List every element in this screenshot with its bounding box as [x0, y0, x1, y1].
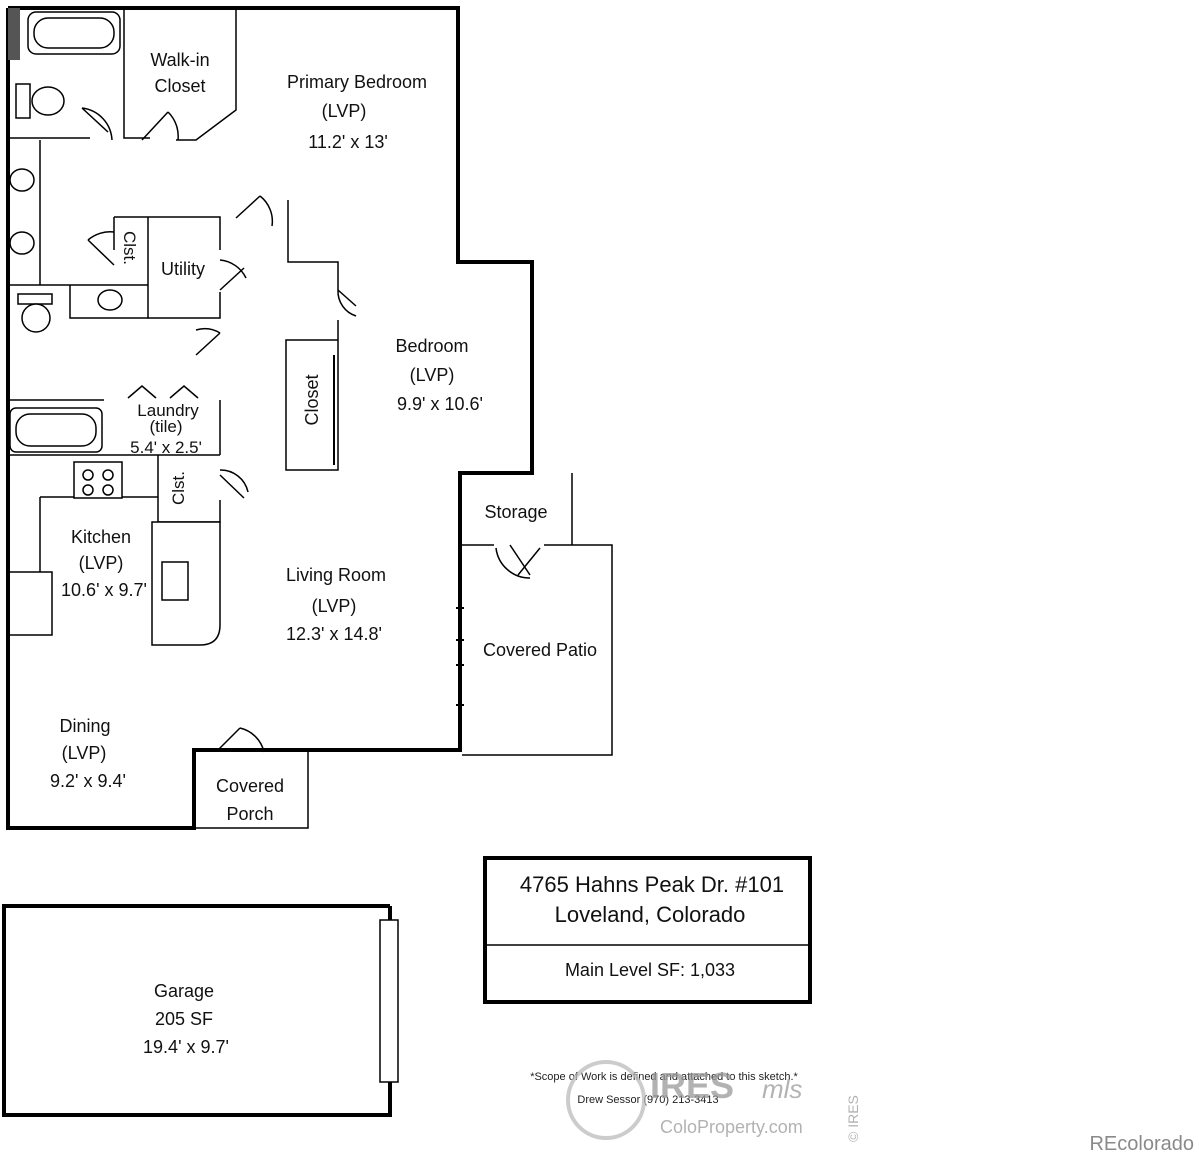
living-room-size: 12.3' x 14.8'	[286, 624, 382, 644]
toilet-icon-2	[17, 293, 53, 305]
door-swings	[81, 107, 541, 753]
watermark-site: ColoProperty.com	[660, 1117, 803, 1137]
brand-label: REcolorado	[1089, 1133, 1194, 1155]
closet-label: Closet	[302, 374, 322, 425]
toilet-icon	[15, 83, 31, 119]
sink-icon-3	[97, 289, 123, 311]
garage-area: 205 SF	[155, 1009, 213, 1029]
dining-size: 9.2' x 9.4'	[50, 771, 126, 791]
primary-bedroom-size: 11.2' x 13'	[308, 132, 388, 152]
kitchen-name: Kitchen	[71, 527, 131, 547]
walkin-closet-label: Walk-in	[150, 50, 209, 70]
stove-icon	[73, 461, 123, 499]
watermark-main: IRES	[650, 1065, 734, 1106]
scope-note: *Scope of Work is defined and attached t…	[530, 1071, 798, 1083]
ires-watermark: IRES mls ColoProperty.com © IRES	[566, 1060, 861, 1142]
covered-porch-label: Covered	[216, 776, 284, 796]
kitchen-sink-icon	[161, 561, 189, 601]
bedroom-size: 9.9' x 10.6'	[397, 394, 483, 414]
laundry-name: Laundry	[137, 401, 199, 420]
utility-label: Utility	[161, 259, 205, 279]
room-labels: Walk-in Closet Primary Bedroom (LVP) 11.…	[50, 50, 597, 824]
covered-patio-label: Covered Patio	[483, 640, 597, 660]
bedroom-name: Bedroom	[395, 336, 468, 356]
kitchen-floor: (LVP)	[79, 553, 124, 573]
watermark-side: © IRES	[845, 1095, 861, 1142]
primary-bedroom-floor: (LVP)	[322, 101, 367, 121]
garage-door	[379, 919, 399, 1083]
sink-icon	[9, 168, 35, 192]
living-room-name: Living Room	[286, 565, 386, 585]
storage-label: Storage	[484, 502, 547, 522]
main-level-sf: Main Level SF: 1,033	[565, 960, 735, 980]
info-box: 4765 Hahns Peak Dr. #101 Loveland, Color…	[483, 856, 812, 1004]
footer: *Scope of Work is defined and attached t…	[530, 1060, 1194, 1155]
garage-name: Garage	[154, 981, 214, 1001]
fixtures	[9, 11, 189, 601]
garage: Garage 205 SF 19.4' x 9.7'	[2, 904, 399, 1117]
bedroom-floor: (LVP)	[410, 365, 455, 385]
clst-upper-label: Clst.	[120, 231, 139, 265]
walkin-closet-label-2: Closet	[154, 76, 205, 96]
dining-name: Dining	[59, 716, 110, 736]
garage-size: 19.4' x 9.7'	[143, 1037, 229, 1057]
address-line-2: Loveland, Colorado	[555, 902, 746, 927]
contact-line: Drew Sessor (970) 213-3413	[577, 1094, 718, 1106]
clst-lower-label: Clst.	[169, 471, 188, 505]
watermark-mls: mls	[762, 1074, 802, 1104]
laundry-size: 5.4' x 2.5'	[130, 438, 202, 457]
primary-bedroom-name: Primary Bedroom	[287, 72, 427, 92]
dining-floor: (LVP)	[62, 743, 107, 763]
sink-icon-2	[9, 231, 35, 255]
laundry-floor: (tile)	[149, 417, 182, 436]
covered-porch-label-2: Porch	[226, 804, 273, 824]
address-line-1: 4765 Hahns Peak Dr. #101	[520, 872, 784, 897]
kitchen-size: 10.6' x 9.7'	[61, 580, 147, 600]
living-room-floor: (LVP)	[312, 596, 357, 616]
